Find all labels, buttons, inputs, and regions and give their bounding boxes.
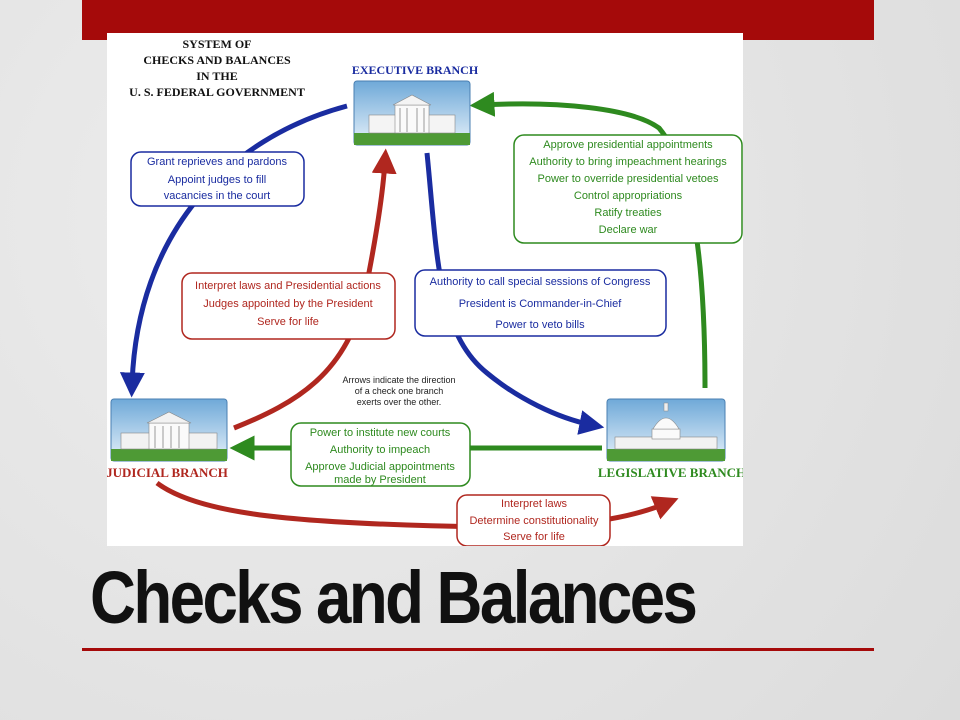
box-legislative-checks-exec: Approve presidential appointments Author… (513, 134, 743, 244)
note-line-1: Arrows indicate the direction (342, 375, 455, 385)
box-jud-leg-line-2: Determine constitutionality (469, 515, 599, 527)
arrow-exec-to-legislative (424, 152, 605, 435)
diagram-title-line-2: CHECKS AND BALANCES (143, 53, 291, 67)
box-exec-leg-line-3: Power to veto bills (495, 319, 585, 331)
box-leg-exec-line-2: Authority to bring impeachment hearings (529, 156, 727, 168)
title-underline (82, 648, 874, 651)
box-leg-exec-line-5: Ratify treaties (594, 207, 662, 219)
box-leg-exec-line-6: Declare war (599, 224, 658, 236)
box-jud-exec-line-3: Serve for life (257, 316, 319, 328)
box-exec-judicial-line-2: Appoint judges to fill (168, 174, 266, 186)
judicial-branch-label: JUDICIAL BRANCH (107, 465, 228, 480)
box-leg-exec-line-4: Control appropriations (574, 190, 683, 202)
diagram-title-line-4: U. S. FEDERAL GOVERNMENT (129, 85, 305, 99)
note-line-3: exerts over the other. (357, 397, 442, 407)
box-exec-leg-line-2: President is Commander-in-Chief (459, 298, 623, 310)
arrow-exec-to-judicial (119, 103, 348, 398)
box-leg-jud-line-3: Approve Judicial appointments (305, 461, 455, 473)
legislative-branch-label: LEGISLATIVE BRANCH (598, 465, 743, 480)
checks-balances-diagram: SYSTEM OF CHECKS AND BALANCES IN THE U. … (107, 33, 743, 546)
box-leg-jud-line-1: Power to institute new courts (310, 427, 451, 439)
box-exec-judicial-line-3: vacancies in the court (164, 190, 270, 202)
arrow-direction-note: Arrows indicate the direction of a check… (342, 375, 455, 407)
box-jud-leg-line-1: Interpret laws (501, 498, 568, 510)
box-jud-exec-line-2: Judges appointed by the President (203, 298, 372, 310)
diagram-title: SYSTEM OF CHECKS AND BALANCES IN THE U. … (129, 37, 305, 99)
box-leg-jud-line-4: made by President (334, 474, 426, 486)
note-line-2: of a check one branch (355, 386, 444, 396)
box-judicial-checks-exec: Interpret laws and Presidential actions … (181, 272, 396, 340)
box-legislative-checks-judicial: Power to institute new courts Authority … (290, 422, 471, 487)
capitol-building-icon (606, 398, 726, 462)
diagram-title-line-3: IN THE (196, 69, 237, 83)
box-leg-exec-line-3: Power to override presidential vetoes (538, 173, 719, 185)
box-exec-judicial-line-1: Grant reprieves and pardons (147, 156, 288, 168)
box-jud-exec-line-1: Interpret laws and Presidential actions (195, 280, 381, 292)
diagram-title-line-1: SYSTEM OF (182, 37, 251, 51)
arrow-legislative-to-exec (469, 91, 708, 389)
box-exec-checks-judicial: Grant reprieves and pardons Appoint judg… (130, 151, 305, 207)
supreme-court-icon (110, 398, 228, 462)
executive-branch-label: EXECUTIVE BRANCH (352, 63, 479, 77)
box-exec-checks-legislative: Authority to call special sessions of Co… (414, 269, 667, 337)
white-house-icon (353, 80, 471, 146)
slide-title: Checks and Balances (90, 556, 698, 639)
box-exec-leg-line-1: Authority to call special sessions of Co… (430, 276, 651, 288)
box-leg-exec-line-1: Approve presidential appointments (543, 139, 713, 151)
box-judicial-checks-legislative: Interpret laws Determine constitutionali… (456, 494, 611, 546)
box-jud-leg-line-3: Serve for life (503, 531, 565, 543)
box-leg-jud-line-2: Authority to impeach (330, 444, 430, 456)
